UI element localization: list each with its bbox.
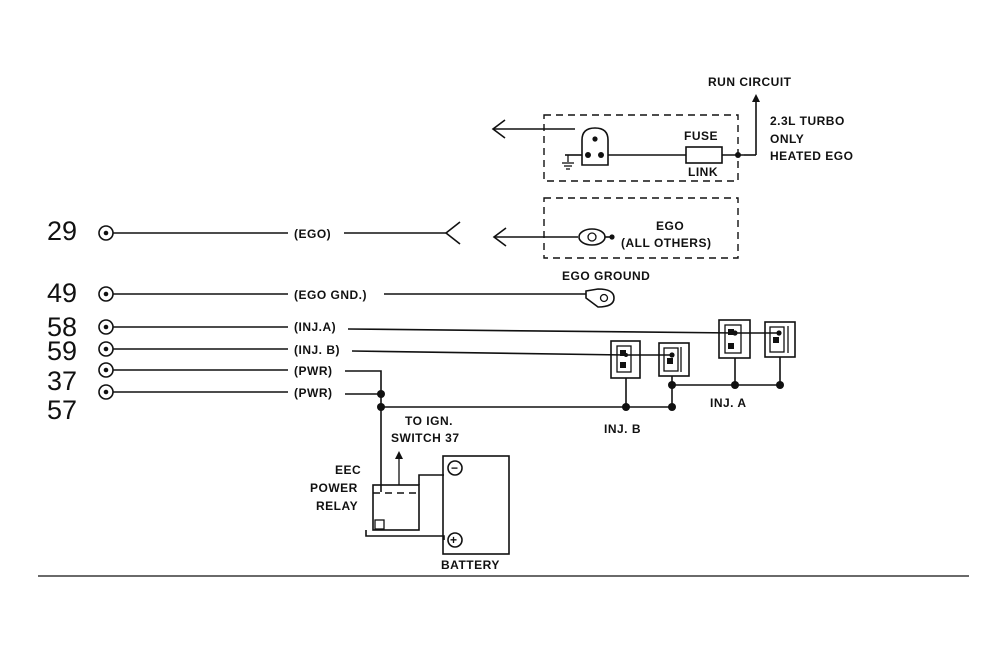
to-ign-label-line1: TO IGN. (405, 414, 453, 428)
pin-terminal-58 (98, 319, 114, 335)
injector-a2 (764, 321, 796, 385)
signal-label-inj-a: (INJ.A) (294, 320, 336, 334)
pin-number-57: 57 (47, 395, 77, 425)
wire-inj-a (113, 326, 777, 334)
pin-terminal-29 (98, 225, 114, 241)
battery-label: BATTERY (441, 558, 500, 572)
pin-number-29: 29 (47, 216, 77, 246)
relay-label-line3: RELAY (316, 499, 358, 513)
pin-terminal-37 (98, 362, 114, 378)
ego-ground-label: EGO GROUND (562, 269, 650, 283)
pin-number-49: 49 (47, 278, 77, 308)
run-circuit-arrow (744, 94, 760, 156)
pin-terminal-49 (98, 286, 114, 302)
pin-number-58: 58 (47, 312, 77, 342)
to-ign-label-line2: SWITCH 37 (391, 431, 460, 445)
turbo-label-line1: 2.3L TURBO (770, 114, 845, 128)
relay-label-line1: EEC (335, 463, 361, 477)
ego-label: EGO (656, 219, 684, 233)
all-others-label: (ALL OTHERS) (621, 236, 711, 250)
turbo-label-line2: ONLY (770, 132, 804, 146)
pin-terminal-57 (98, 384, 114, 400)
injector-a1 (718, 319, 751, 385)
pin-terminal-59 (98, 341, 114, 357)
battery (442, 455, 510, 555)
ego-ground-terminal (585, 288, 615, 308)
pin-number-37: 37 (47, 366, 77, 396)
ego-sensor-box (492, 197, 739, 259)
inj-b-label: INJ. B (604, 422, 641, 436)
wire-pwr-bus (113, 384, 780, 492)
heated-ego-box (491, 114, 739, 182)
signal-label-ego-gnd: (EGO GND.) (294, 288, 367, 302)
battery-positive-sign: + (450, 533, 458, 547)
fuse-link (685, 146, 744, 164)
link-label: LINK (688, 165, 718, 179)
signal-label-pwr-37: (PWR) (294, 364, 333, 378)
inj-a-label: INJ. A (710, 396, 747, 410)
signal-label-inj-b: (INJ. B) (294, 343, 340, 357)
signal-label-ego: (EGO) (294, 227, 331, 241)
wire-ego (113, 221, 461, 245)
eec-power-relay (365, 451, 445, 540)
run-circuit-label: RUN CIRCUIT (708, 75, 792, 89)
injector-b1 (610, 340, 641, 407)
wire-pwr-37 (113, 369, 382, 393)
relay-label-line2: POWER (310, 481, 358, 495)
signal-label-pwr-57: (PWR) (294, 386, 333, 400)
fuse-label: FUSE (684, 129, 718, 143)
pin-number-59: 59 (47, 336, 77, 366)
battery-negative-sign: − (451, 461, 459, 475)
turbo-label-line3: HEATED EGO (770, 149, 853, 163)
injector-b2 (658, 342, 690, 385)
wire-inj-b (113, 348, 672, 356)
